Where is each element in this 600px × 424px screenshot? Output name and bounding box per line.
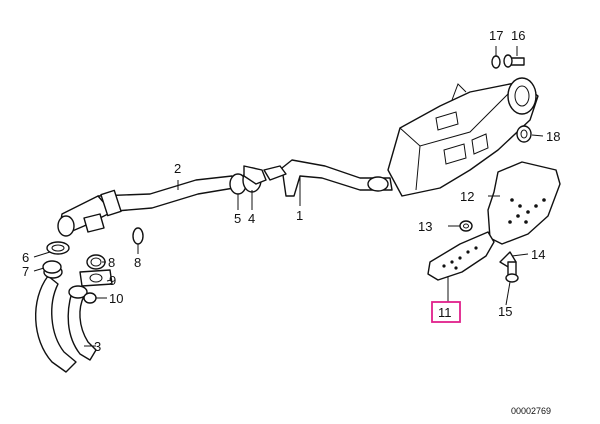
washer-13 [459, 220, 473, 232]
label-part-15: 15 [498, 304, 512, 319]
gasket-9 [79, 269, 113, 287]
muffler [387, 77, 539, 197]
label-part-17: 17 [489, 28, 503, 43]
label-part-18: 18 [546, 129, 560, 144]
washer-17 [491, 55, 501, 69]
label-part-9: 9 [109, 273, 116, 288]
label-part-7: 7 [22, 264, 29, 279]
label-part-1: 1 [296, 208, 303, 223]
nut-10 [83, 292, 97, 304]
gasket-8-right [132, 227, 144, 245]
gasket-8-left [86, 254, 106, 270]
bolt-16 [503, 54, 525, 68]
heat-shield-12 [487, 161, 561, 245]
exhaust-down-pipe [35, 265, 97, 373]
front-pipe [57, 175, 235, 237]
label-part-12: 12 [460, 189, 474, 204]
heat-shield-11 [427, 231, 495, 281]
label-part-5: 5 [234, 211, 241, 226]
label-part-6: 6 [22, 250, 29, 265]
label-part-16: 16 [511, 28, 525, 43]
label-part-10: 10 [109, 291, 123, 306]
label-part-14: 14 [531, 247, 545, 262]
ring-7 [42, 260, 62, 274]
label-part-8-upper: 8 [108, 255, 115, 270]
label-part-3: 3 [94, 339, 101, 354]
clamp-6 [46, 241, 70, 255]
label-part-4: 4 [248, 211, 255, 226]
label-part-8-lower: 8 [134, 255, 141, 270]
bolt-15 [505, 261, 519, 283]
rubber-mount-18 [516, 125, 532, 143]
muffler-inlet-pipe [281, 159, 393, 197]
diagram-reference-number: 00002769 [511, 406, 551, 416]
leader-lines [33, 46, 544, 347]
label-part-2: 2 [174, 161, 181, 176]
label-part-13: 13 [418, 219, 432, 234]
pipe-clamp [229, 165, 287, 195]
highlight-box-part-11 [431, 301, 461, 323]
label-part-11: 11 [438, 305, 452, 320]
